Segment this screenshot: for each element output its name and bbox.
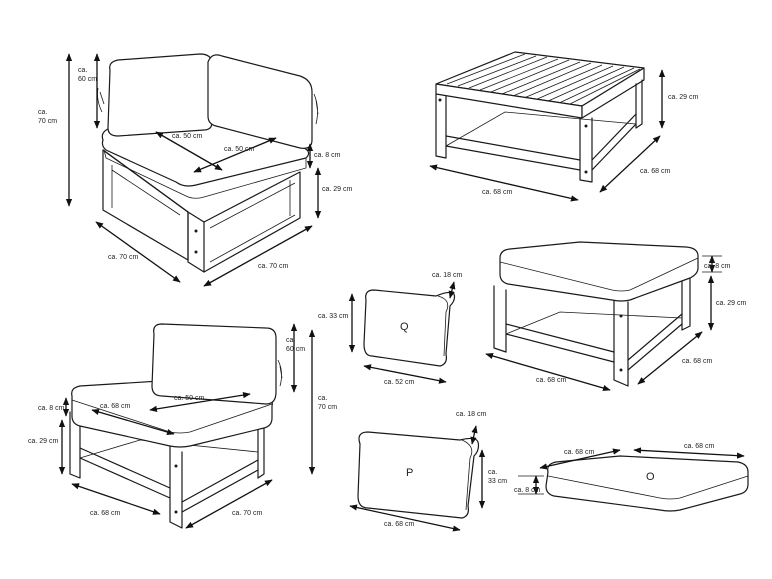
pillow-p-thickness-label: ca. 18 cm: [456, 411, 487, 418]
pillow-p: P ca. 18 cm ca. 33 cm ca. 68 cm: [349, 411, 507, 532]
ottoman-frame-height-label: ca. 29 cm: [716, 300, 747, 307]
middle-width-left-label: ca. 68 cm: [90, 510, 121, 517]
cushion-o-label: O: [646, 471, 655, 483]
pillow-q-thickness-label: ca. 18 cm: [432, 272, 463, 279]
pillow-q-height-label: ca. 33 cm: [318, 313, 349, 320]
corner-seat-depth-label-1: ca. 50 cm: [172, 133, 203, 140]
ottoman-depth-label: ca. 68 cm: [682, 358, 713, 365]
pillow-p-label: P: [406, 467, 413, 479]
middle-cushion-label: ca. 8 cm: [38, 405, 65, 412]
corner-seat-depth-label-2: ca. 50 cm: [224, 146, 255, 153]
middle-back-height-label-1: ca.: [286, 337, 295, 344]
table-depth-label: ca. 68 cm: [640, 168, 671, 175]
middle-seat-depth-label: ca. 50 cm: [174, 395, 205, 402]
corner-back-height-label-1: ca.: [78, 67, 87, 74]
cushion-o-thickness-label: ca. 8 cm: [514, 487, 541, 494]
corner-chair: ca. 70 cm ca. 60 cm ca. 50 cm ca. 50 cm …: [38, 53, 353, 287]
corner-cushion-label: ca. 8 cm: [314, 152, 341, 159]
pillow-p-height-label-1: ca.: [488, 469, 497, 476]
middle-height-total-label-1: ca.: [318, 395, 327, 402]
cushion-o-width-left-label: ca. 68 cm: [564, 449, 595, 456]
corner-height-total-label-1: ca.: [38, 109, 47, 116]
corner-frame-height-label: ca. 29 cm: [322, 186, 353, 193]
table-width-label: ca. 68 cm: [482, 189, 513, 196]
cushion-o-width-right-label: ca. 68 cm: [684, 443, 715, 450]
middle-width-right-label: ca. 70 cm: [232, 510, 263, 517]
ottoman-cushion-label: ca. 8 cm: [704, 263, 731, 270]
cushion-o: O ca. 68 cm ca. 68 cm ca. 8 cm: [514, 443, 749, 512]
coffee-table: ca. 29 cm ca. 68 cm ca. 68 cm: [429, 51, 699, 202]
middle-frame-height-label: ca. 29 cm: [28, 438, 59, 445]
corner-height-total-label-2: 70 cm: [38, 118, 57, 125]
corner-width-left-label: ca. 70 cm: [108, 254, 139, 261]
pillow-q-width-label: ca. 52 cm: [384, 379, 415, 386]
pillow-p-height-label-2: 33 cm: [488, 478, 507, 485]
ottoman: ca. 8 cm ca. 29 cm ca. 68 cm ca. 68 cm: [485, 241, 747, 392]
corner-width-right-label: ca. 70 cm: [258, 263, 289, 270]
ottoman-width-label: ca. 68 cm: [536, 377, 567, 384]
middle-chair: ca. 70 cm ca. 60 cm ca. 8 cm ca. 68 cm c…: [28, 323, 337, 529]
pillow-q-label: Q: [400, 321, 409, 333]
middle-height-total-label-2: 70 cm: [318, 404, 337, 411]
middle-seat-width-label: ca. 68 cm: [100, 403, 131, 410]
middle-back-height-label-2: 60 cm: [286, 346, 305, 353]
corner-back-height-label-2: 60 cm: [78, 76, 97, 83]
pillow-q: Q ca. 33 cm ca. 18 cm ca. 52 cm: [318, 272, 463, 386]
pillow-p-width-label: ca. 68 cm: [384, 521, 415, 528]
table-height-label: ca. 29 cm: [668, 94, 699, 101]
